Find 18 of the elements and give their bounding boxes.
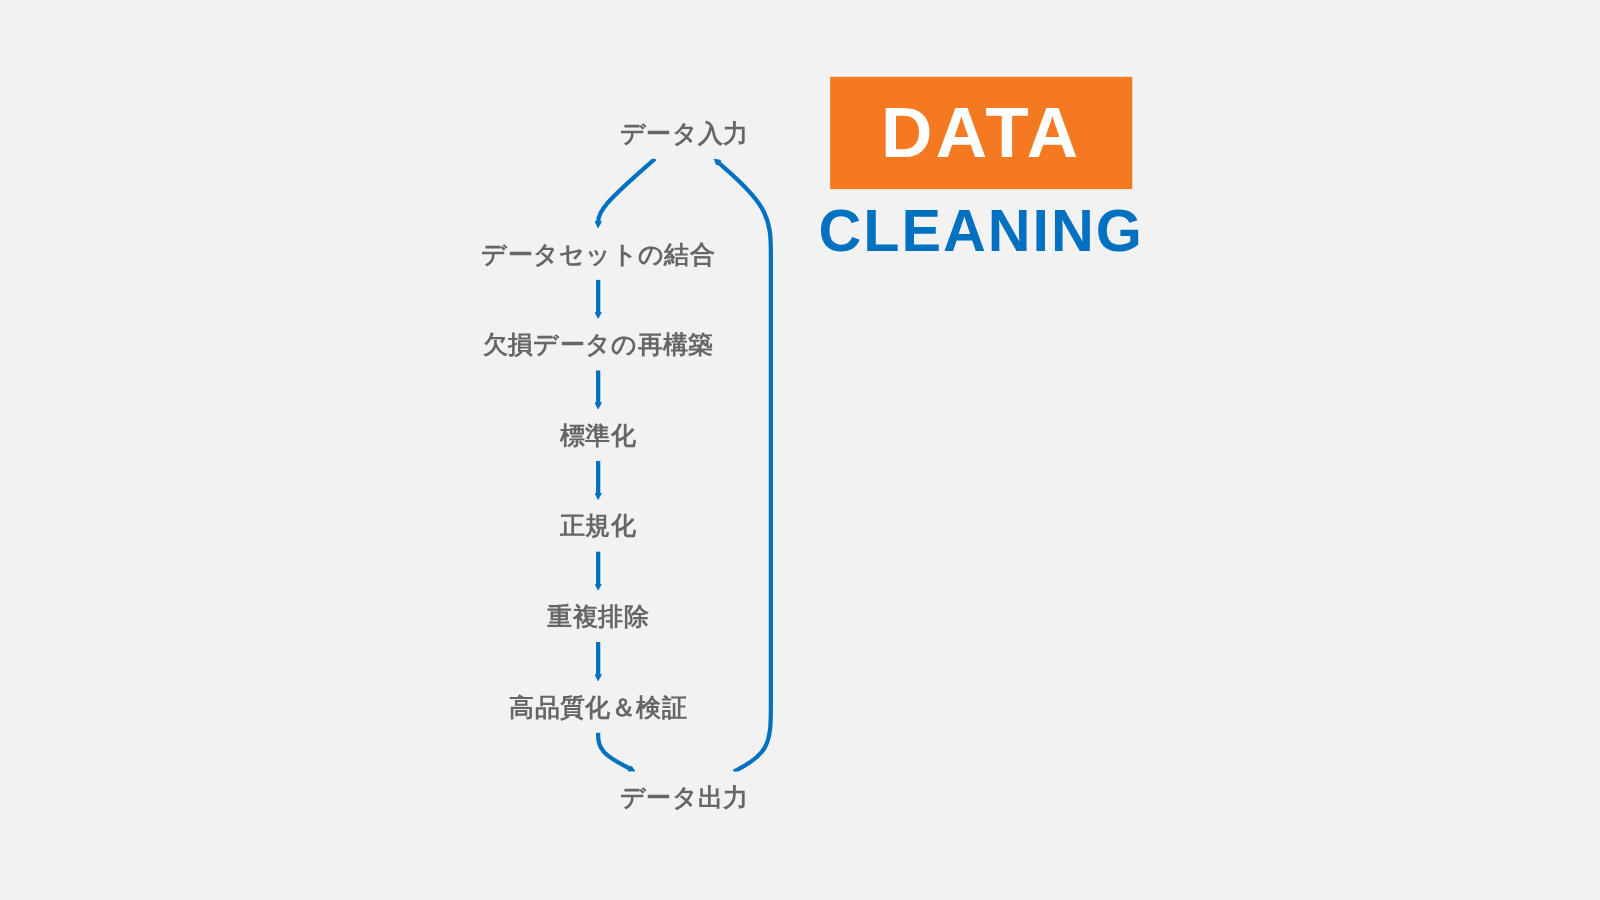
arrow xyxy=(594,157,657,229)
arrow xyxy=(594,460,602,501)
arrow xyxy=(594,551,602,591)
arrow xyxy=(594,370,602,410)
node-text: 重複排除 xyxy=(547,601,649,632)
node-text: データ出力 xyxy=(620,782,749,813)
arrow xyxy=(596,732,636,772)
node-box: DATA xyxy=(830,76,1133,190)
node-text: 標準化 xyxy=(560,420,637,450)
arrow xyxy=(594,642,602,682)
node-text: 欠損データの再構築 xyxy=(482,329,714,360)
node-text: 高品質化＆検証 xyxy=(509,691,688,722)
arrow xyxy=(713,158,773,774)
node-text: データセットの結合 xyxy=(481,239,715,269)
arrow xyxy=(594,279,602,319)
caption-text: CLEANING xyxy=(818,197,1144,263)
node-text: データ入力 xyxy=(620,118,749,148)
node-text: 正規化 xyxy=(560,510,637,541)
